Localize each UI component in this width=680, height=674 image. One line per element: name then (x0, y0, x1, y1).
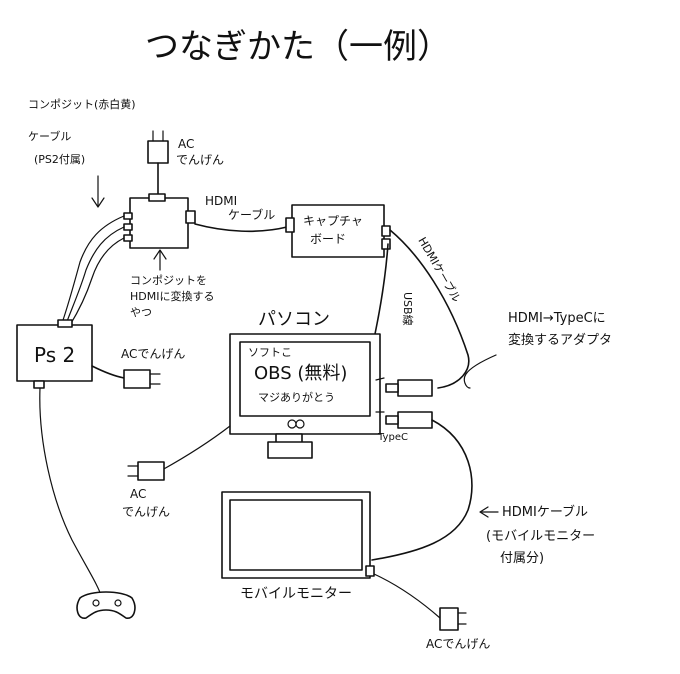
adapter-note-arrow (463, 354, 497, 389)
monitor-ac-label: ACでんげん (426, 637, 490, 651)
adapter-note-2: 変換するアダプタ (508, 332, 612, 348)
hdmi-cable-monitor-arrow (479, 506, 499, 518)
capture-board (285, 204, 391, 258)
controller-icon (76, 591, 136, 619)
composite-cables (61, 215, 125, 326)
pc-monitor (229, 333, 381, 459)
mobile-monitor (221, 491, 375, 579)
software-line-1: ソフトこ (248, 346, 292, 359)
software-line-3: マジありがとう (258, 390, 335, 404)
monitor-ac-plug (439, 607, 467, 631)
converter-ac-plug (147, 130, 169, 197)
composite-cable-label-2: ケーブル (28, 129, 71, 143)
usb-cable-label: USB線 (401, 292, 415, 326)
usb-cable (374, 243, 389, 335)
pc-ac-label-1: AC (130, 487, 146, 501)
pc-ac-cable (161, 425, 231, 471)
hdmi-cable-monitor-label-2: (モバイルモニター (486, 529, 595, 544)
ps2-ac-label: ACでんげん (121, 347, 185, 361)
composite-arrow (91, 175, 105, 208)
composite-to-hdmi-converter (123, 193, 196, 249)
controller-cable (39, 387, 103, 599)
pc-ac-label-2: でんげん (122, 505, 170, 519)
adapter-note-1: HDMI→TypeCに (508, 311, 606, 326)
composite-cable-label-3: (PS2付属) (34, 153, 85, 166)
hdmi-cable-right (389, 229, 470, 389)
composite-cable-label-1: コンポジット(赤白黄) (28, 97, 136, 111)
hdmi-cable-top-label-2: ケーブル (228, 207, 275, 222)
hdmi-cable-top-label-1: HDMI (205, 194, 237, 208)
capture-board-label-1: キャプチャ (303, 214, 363, 228)
hdmi-cable-top (194, 223, 288, 233)
converter-note-3: やつ (130, 306, 152, 319)
hdmi-cable-monitor-label-1: HDMIケーブル (502, 504, 588, 520)
ps2-label: Ps 2 (34, 343, 75, 367)
capture-board-label-2: ボード (310, 232, 346, 246)
converter-ac-label: AC (178, 137, 194, 151)
mobile-monitor-label: モバイルモニター (240, 586, 352, 602)
software-line-2: OBS (無料) (254, 363, 347, 384)
pc-title: パソコン (258, 309, 330, 330)
converter-note-arrow (153, 249, 167, 271)
hdmi-cable-monitor (371, 419, 473, 561)
hdmi-cable-right-label: HDMIケーブル (415, 235, 464, 305)
pc-ac-plug (127, 461, 165, 481)
converter-note-2: HDMIに変換する (130, 289, 214, 303)
diagram-title: つなぎかた（一例） (145, 27, 451, 67)
converter-ac-label-2: でんげん (176, 153, 224, 167)
ps2-ac-plug (123, 369, 161, 389)
typec-label: TypeC (377, 432, 408, 443)
hdmi-typec-adapter (385, 379, 433, 397)
ps2-console (16, 319, 93, 389)
monitor-ac-cable (373, 573, 441, 619)
typec-port-connector (385, 411, 433, 429)
converter-note-1: コンポジットを (130, 274, 207, 287)
hdmi-cable-monitor-label-3: 付属分) (500, 551, 544, 566)
